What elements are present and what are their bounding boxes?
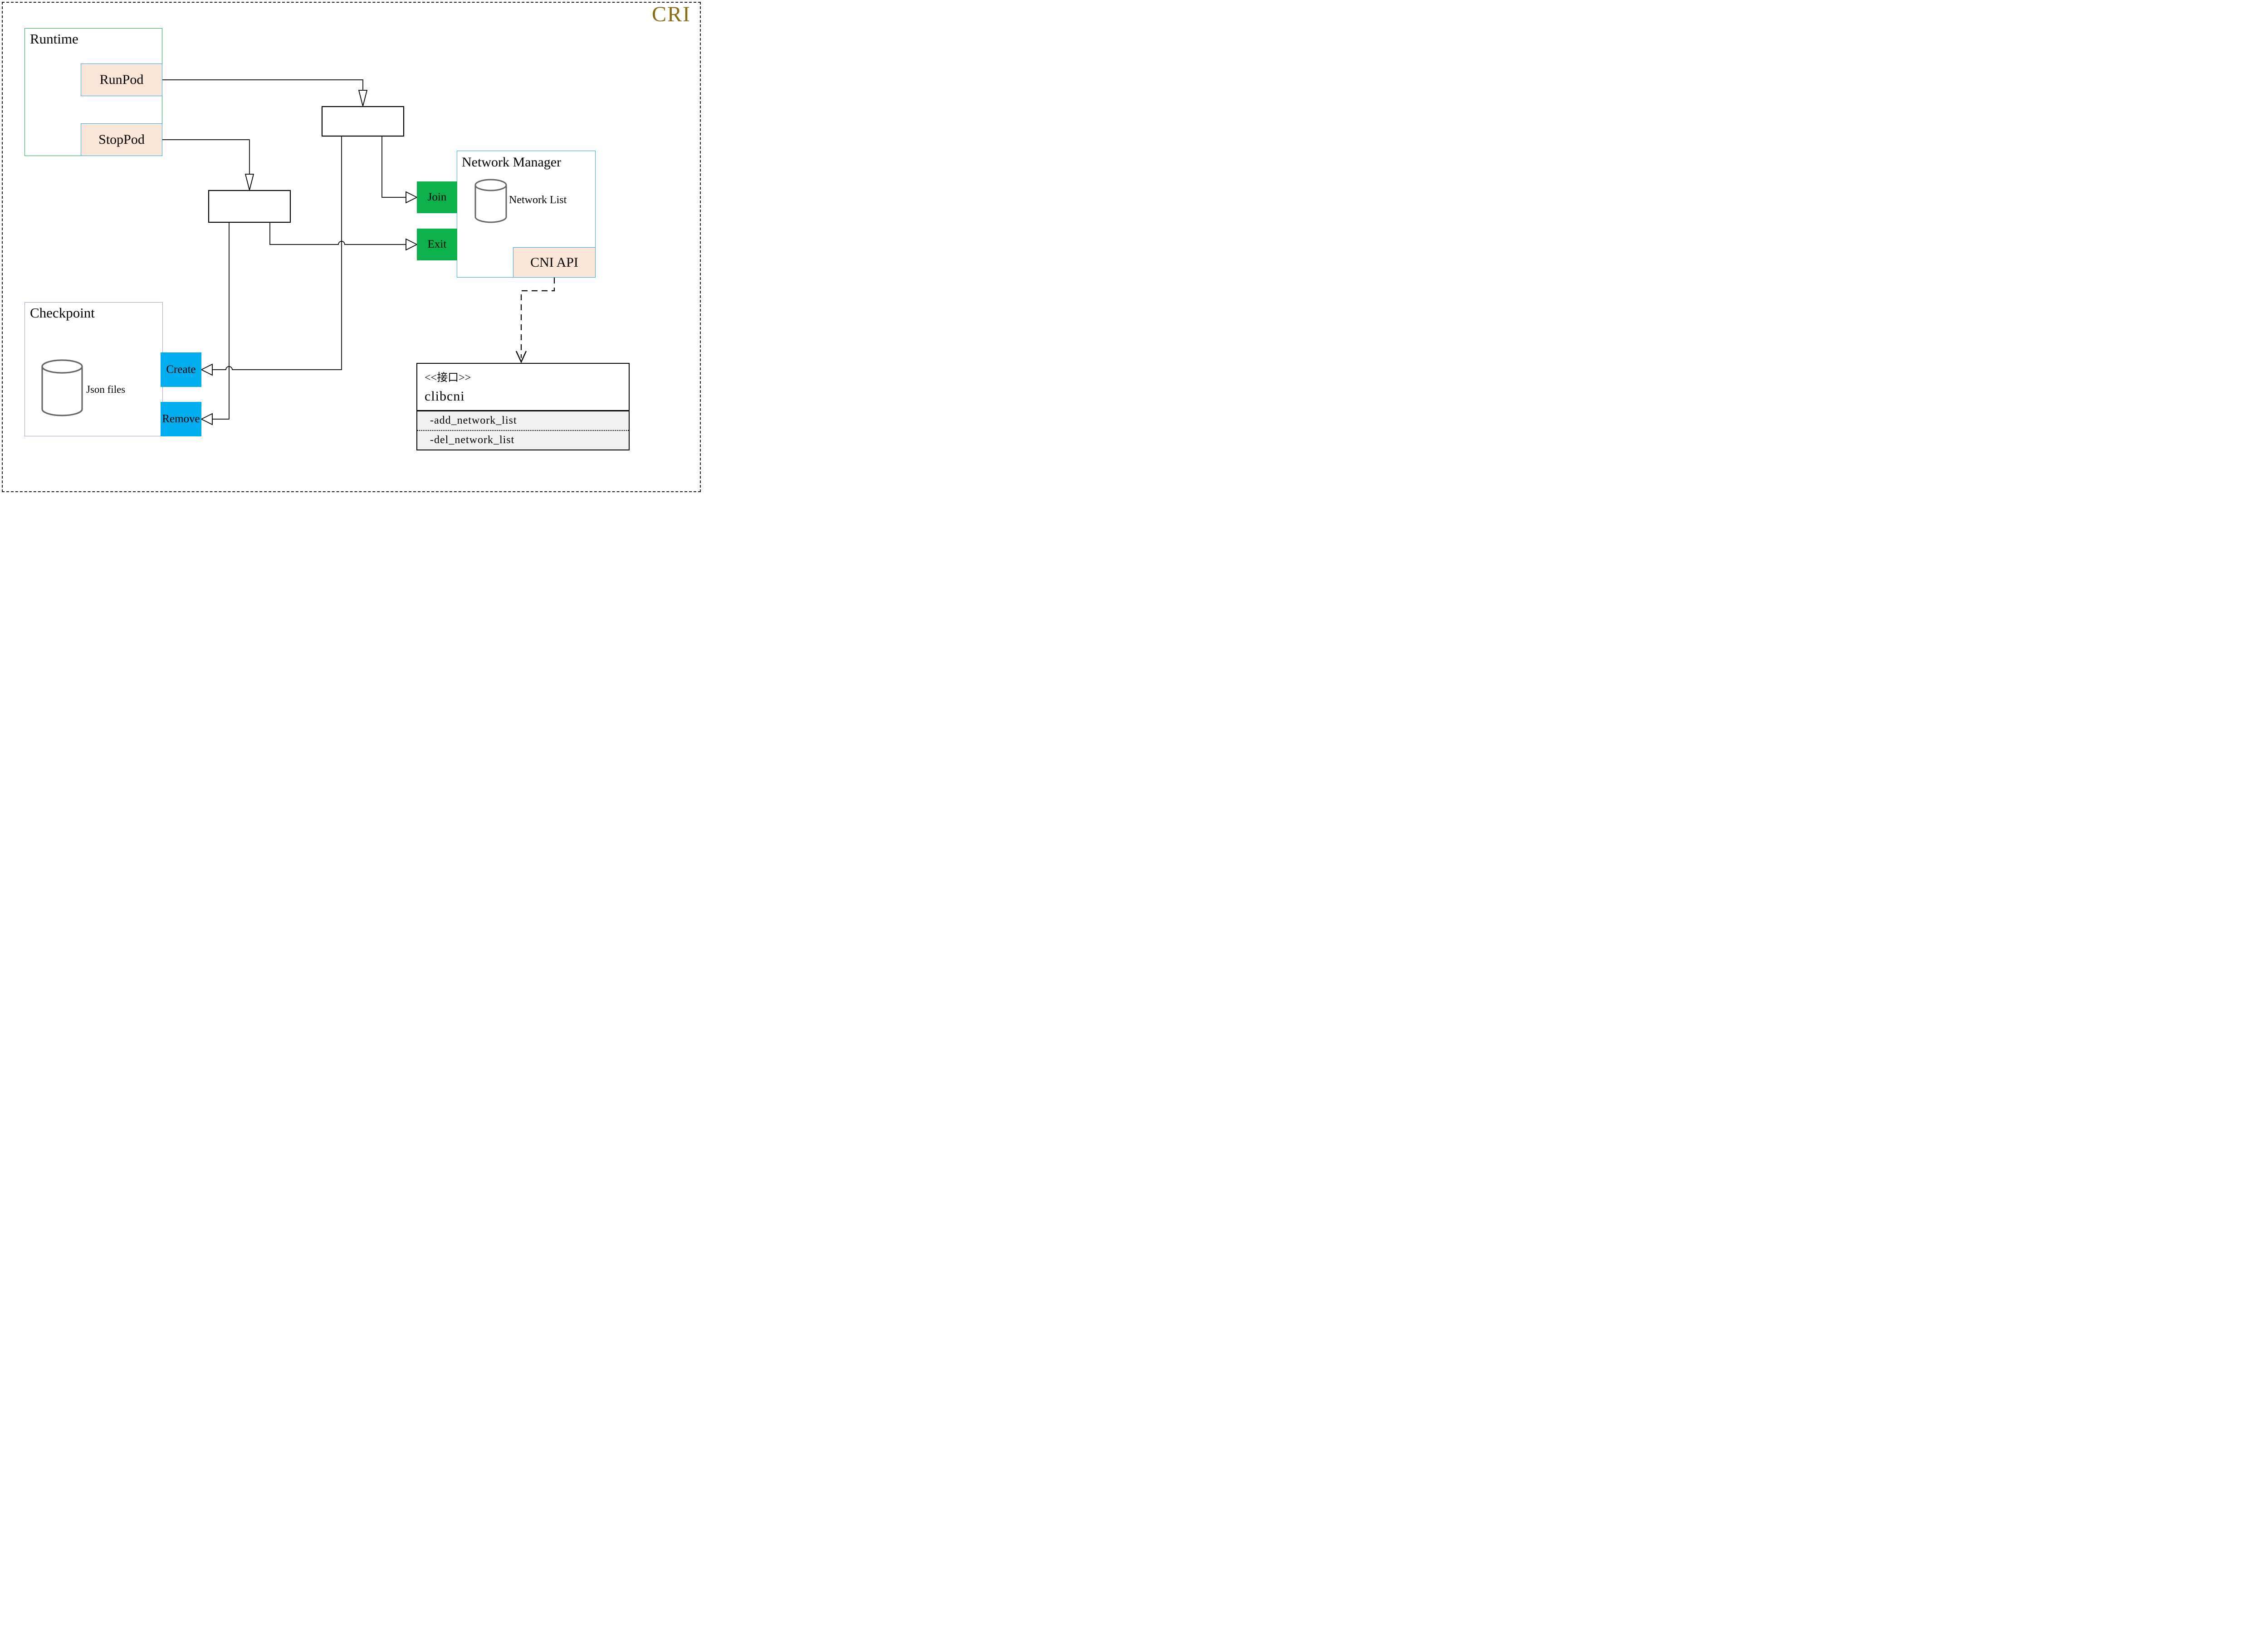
junction-bar-stoppod (208, 190, 291, 223)
wire-runpod-to-junction1 (162, 79, 363, 90)
create-node: Create (161, 352, 201, 387)
checkpoint-group-label: Checkpoint (30, 305, 95, 321)
stoppod-node: StopPod (81, 123, 162, 156)
interface-member: -add_network_list (430, 415, 517, 426)
runtime-group-box: Runtime (24, 28, 162, 156)
wire-junction1-to-join (381, 136, 406, 198)
remove-node: Remove (161, 402, 201, 436)
wire-junction1-to-create (212, 136, 342, 370)
network-manager-group-box: Network Manager (457, 151, 596, 278)
json-files-label: Json files (86, 384, 126, 395)
open-v-arrowhead-down-icon (515, 351, 527, 363)
remove-node-label: Remove (162, 413, 200, 425)
database-cylinder-icon (474, 179, 507, 223)
interface-member: -del_network_list (417, 430, 629, 450)
page-title: CRI (651, 2, 691, 26)
create-node-label: Create (166, 363, 196, 376)
runpod-node-label: RunPod (99, 72, 144, 87)
open-arrowhead-left-icon (200, 413, 213, 425)
exit-node: Exit (417, 229, 457, 260)
cni-api-node-label: CNI API (530, 254, 578, 270)
interface-stereotype-label: <<接口>> (425, 372, 471, 384)
connector-layer (41, 79, 555, 425)
open-arrowhead-right-icon (406, 191, 418, 204)
network-list-label: Network List (509, 194, 567, 206)
clibcni-interface-header: <<接口>> clibcni (417, 364, 629, 410)
open-arrowhead-left-icon (200, 363, 213, 376)
wire-cniapi-to-clibcni-dashed (520, 278, 555, 358)
interface-name-label: clibcni (425, 389, 465, 404)
database-cylinder-icon (41, 359, 83, 416)
wire-stoppod-to-junction2 (162, 139, 250, 174)
clibcni-interface-box: <<接口>> clibcni -add_network_list -del_ne… (416, 363, 630, 450)
exit-node-label: Exit (427, 238, 447, 250)
wire-junction2-to-exit (269, 222, 406, 245)
cni-api-node: CNI API (513, 247, 596, 278)
junction-bar-runpod (321, 106, 405, 137)
runpod-node: RunPod (81, 64, 162, 96)
open-arrowhead-right-icon (406, 238, 418, 251)
join-node: Join (417, 181, 457, 213)
cri-diagram: Runtime RunPod StopPod Checkpoint Json f… (0, 0, 703, 494)
wire-junction2-to-remove (212, 222, 230, 420)
join-node-label: Join (427, 191, 447, 203)
checkpoint-group-box: Checkpoint (24, 302, 163, 436)
open-arrowhead-down-icon (358, 90, 368, 107)
runtime-group-label: Runtime (30, 31, 78, 47)
network-manager-group-label: Network Manager (462, 155, 562, 170)
interface-member-list: -add_network_list -del_network_list (417, 410, 629, 450)
open-arrowhead-down-icon (244, 174, 254, 191)
stoppod-node-label: StopPod (98, 132, 145, 147)
